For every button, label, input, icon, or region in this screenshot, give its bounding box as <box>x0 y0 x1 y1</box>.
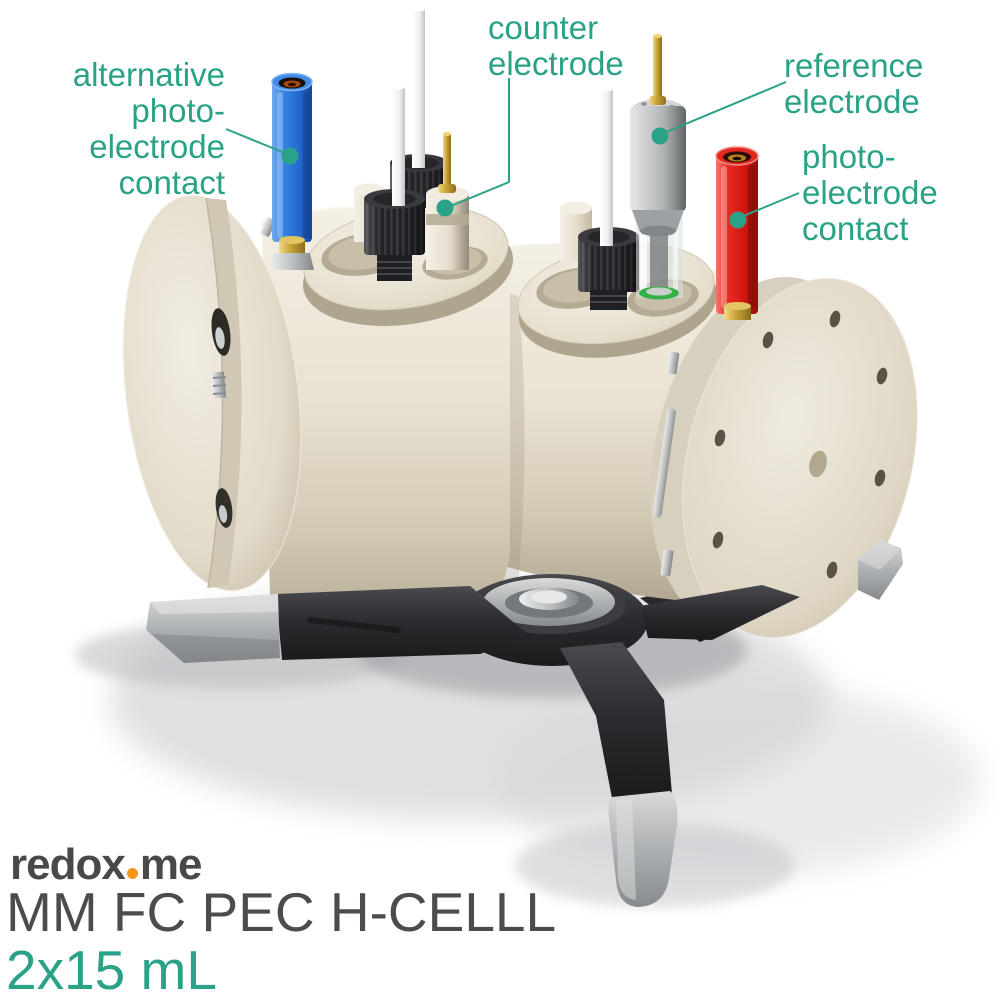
cell-seam <box>498 290 525 612</box>
label-photo-electrode-contact: photo- electrode contact <box>802 138 938 247</box>
label-alternative-photo-electrode-contact: alternative photo- electrode contact <box>72 56 225 201</box>
right-lid <box>517 34 759 358</box>
stand-left-leg <box>276 586 530 660</box>
right-end-cap <box>682 278 918 638</box>
logo-suffix: me <box>139 840 203 889</box>
callout-dot-alternative <box>281 147 299 165</box>
left-end-cap <box>123 195 301 591</box>
red-connector <box>715 146 759 320</box>
clamp-screws <box>652 351 680 577</box>
callout-line-counter <box>450 78 510 207</box>
stand <box>146 540 903 907</box>
center-hole <box>809 450 827 478</box>
callout-dot-photo <box>729 211 747 229</box>
callout-line-photo <box>740 192 800 218</box>
label-reference-electrode: reference electrode <box>784 47 924 120</box>
callout-line-alternative <box>225 128 288 155</box>
reference-electrode-pin <box>653 36 662 102</box>
stand-rear-leg-visible <box>640 585 800 640</box>
callout-line-reference <box>663 81 787 134</box>
stand-front-leg <box>560 642 672 798</box>
clamp-screws-left <box>210 217 276 528</box>
reference-electrode <box>630 34 686 237</box>
label-counter-electrode: counter electrode <box>488 9 624 82</box>
product-size: 2x15 mL <box>6 939 217 1000</box>
logo-dot-icon <box>126 868 138 879</box>
blue-connector <box>270 72 314 270</box>
callout-dot-reference <box>651 127 669 145</box>
callout-dot-counter <box>436 199 454 217</box>
logo-prefix: redox <box>10 840 126 889</box>
product-model: MM FC PEC H-CELLL <box>6 881 557 943</box>
white-rod <box>600 88 613 246</box>
counter-electrode-pin <box>443 134 451 188</box>
left-lid <box>270 6 514 326</box>
white-rod <box>392 86 405 206</box>
white-rod <box>412 8 425 168</box>
callouts <box>225 78 800 229</box>
